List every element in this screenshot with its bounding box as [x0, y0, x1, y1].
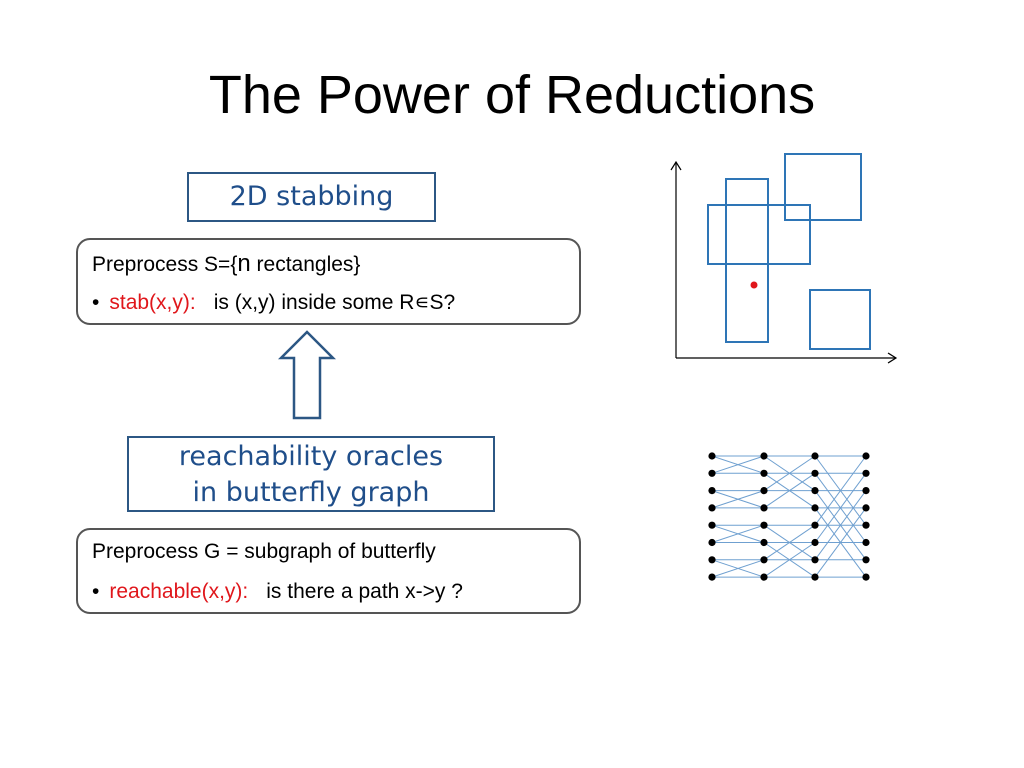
- bullet: •: [92, 580, 100, 603]
- rectangle: [809, 289, 871, 350]
- rectangles: [707, 153, 871, 350]
- butterfly-edge: [814, 455, 867, 526]
- butterfly-nodes: [708, 452, 870, 581]
- up-arrow-icon: [277, 330, 337, 420]
- butterfly-node: [760, 573, 768, 581]
- butterfly-node: [760, 487, 768, 495]
- butterfly-node: [862, 521, 870, 529]
- butterfly-node: [708, 504, 716, 512]
- butterfly-node: [708, 538, 716, 547]
- butterfly-edge: [814, 490, 867, 561]
- stabbing-query-line: • stab(x,y): is (x,y) inside some R∊S?: [92, 290, 455, 315]
- query-point: [750, 281, 758, 289]
- preprocess-prefix: Preprocess S={: [92, 253, 238, 276]
- butterfly-node: [862, 452, 870, 460]
- butterfly-node: [811, 556, 819, 564]
- butterfly-node: [708, 452, 716, 460]
- stabbing-label-box: 2D stabbing: [187, 172, 436, 222]
- butterfly-edges: [711, 455, 867, 578]
- butterfly-edge: [763, 524, 816, 561]
- reach-query-name: reachable(x,y):: [109, 580, 249, 603]
- x-axis-arrow-icon: [887, 352, 898, 364]
- butterfly-edge: [711, 559, 765, 578]
- butterfly-node: [811, 521, 819, 529]
- stabbing-label: 2D stabbing: [229, 181, 394, 212]
- butterfly-node: [811, 538, 819, 547]
- reachability-preprocess-line: Preprocess G = subgraph of butterfly: [92, 540, 436, 563]
- axes: [670, 160, 898, 364]
- n-variable: n: [237, 250, 251, 277]
- butterfly-node: [811, 452, 819, 460]
- reachability-label-line2: in butterfly graph: [192, 477, 430, 508]
- butterfly-node: [760, 452, 768, 460]
- stabbing-illustration: [670, 153, 898, 364]
- butterfly-edge: [814, 473, 867, 543]
- butterfly-node: [862, 487, 870, 495]
- butterfly-edge: [814, 507, 867, 578]
- butterfly-node: [760, 538, 768, 547]
- bullet: •: [92, 291, 100, 314]
- stab-query-desc: is (x,y) inside some R∊S?: [213, 291, 456, 314]
- butterfly-node: [708, 469, 716, 477]
- butterfly-node: [708, 556, 716, 564]
- stab-query-name: stab(x,y):: [109, 291, 196, 314]
- stabbing-problem-box: Preprocess S={n rectangles} • stab(x,y): i…: [76, 238, 581, 325]
- y-axis-arrow-icon: [670, 160, 682, 171]
- butterfly-graph: [708, 452, 870, 581]
- rectangle: [784, 153, 862, 221]
- butterfly-node: [811, 469, 819, 477]
- reachability-query-line: • reachable(x,y): is there a path x->y ?: [92, 580, 463, 604]
- preprocess-suffix: rectangles}: [250, 253, 361, 276]
- butterfly-node: [862, 556, 870, 564]
- stabbing-preprocess-line: Preprocess S={n rectangles}: [92, 250, 360, 278]
- butterfly-node: [862, 469, 870, 477]
- butterfly-edge: [763, 472, 816, 509]
- butterfly-edge: [711, 524, 765, 543]
- butterfly-edge: [711, 455, 765, 474]
- butterfly-node: [708, 487, 716, 495]
- butterfly-edge: [763, 542, 816, 578]
- butterfly-node: [811, 504, 819, 512]
- butterfly-node: [760, 504, 768, 512]
- page-title: The Power of Reductions: [208, 65, 816, 125]
- reachability-label-line1: reachability oracles: [178, 441, 444, 472]
- butterfly-node: [862, 504, 870, 512]
- butterfly-node: [811, 487, 819, 495]
- butterfly-node: [811, 573, 819, 581]
- reachability-label-box: reachability oracles in butterfly graph: [127, 436, 495, 512]
- butterfly-node: [760, 556, 768, 564]
- butterfly-node: [760, 521, 768, 529]
- butterfly-node: [708, 521, 716, 529]
- reach-query-desc: is there a path x->y ?: [266, 580, 463, 603]
- butterfly-node: [862, 573, 870, 581]
- reachability-problem-box: Preprocess G = subgraph of butterfly • re…: [76, 528, 581, 614]
- butterfly-edge: [763, 455, 816, 492]
- butterfly-edge: [711, 490, 765, 509]
- butterfly-node: [862, 538, 870, 547]
- butterfly-node: [760, 469, 768, 477]
- rectangle: [725, 178, 769, 343]
- rectangle: [707, 204, 811, 265]
- butterfly-node: [708, 573, 716, 581]
